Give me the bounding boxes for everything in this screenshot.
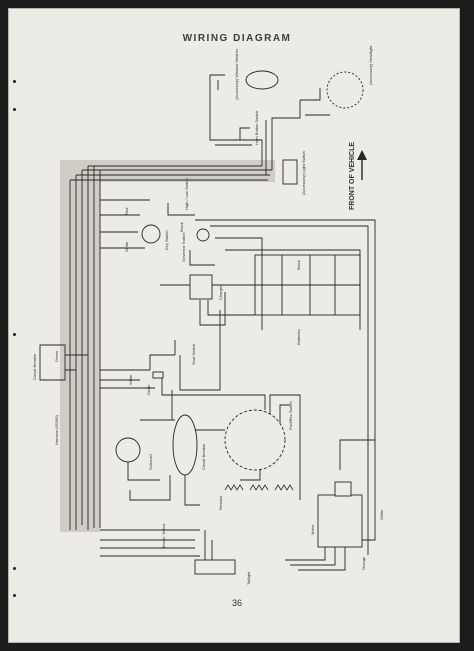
wire-label-green: Green	[54, 351, 59, 362]
label-harness: Harness (95566)	[54, 415, 59, 445]
label-high-low-switch: High / Low Switch	[184, 178, 189, 210]
resistor-symbol	[249, 484, 269, 491]
label-diode: Diode	[146, 384, 151, 395]
label-circuit-breaker-2: Circuit Breaker	[201, 443, 206, 470]
label-fwd-rev: Fwd/Rev Switch	[288, 401, 293, 430]
label-window-washer: (Accessory) Window Washer	[234, 48, 239, 100]
punch-hole	[13, 567, 16, 570]
wire-label-brown: Brown	[161, 537, 166, 548]
wire	[195, 219, 376, 395]
wire	[239, 127, 250, 140]
label-horn-button: Horn Button Switch	[254, 111, 259, 145]
wire	[339, 439, 375, 470]
wire	[285, 545, 326, 561]
governor-switch-component	[196, 228, 210, 242]
label-motor: Motor	[310, 524, 315, 535]
front-of-vehicle-label: FRONT OF VEHICLE	[349, 142, 356, 210]
label-headlight: (Accessory) Headlight	[368, 45, 373, 85]
wire-label-black: Black	[179, 222, 184, 232]
wire	[207, 300, 255, 316]
punch-hole	[13, 333, 16, 336]
wire-label-orange: Orange	[361, 556, 366, 570]
harness-wire	[209, 90, 263, 166]
wire	[161, 378, 225, 396]
wire	[225, 249, 361, 330]
wire	[174, 310, 221, 391]
wire	[360, 395, 376, 541]
wire	[65, 354, 88, 371]
motor-top	[334, 481, 352, 497]
accessory-light-switch	[282, 159, 298, 185]
wire-label-black-2: Black	[296, 260, 301, 270]
page-number: 36	[231, 598, 242, 608]
wire	[209, 74, 225, 90]
label-resistor: Resistor	[218, 495, 223, 510]
circuit-breaker-outline	[39, 344, 66, 381]
wire-label-red: Red	[124, 208, 129, 215]
wire	[184, 475, 200, 506]
diode-component	[152, 371, 164, 379]
wire	[225, 394, 266, 410]
label-seat-switch: Seat Switch	[191, 344, 196, 365]
label-taillight: Taillight	[246, 571, 251, 585]
wire	[279, 404, 290, 430]
harness-shading-top	[60, 160, 275, 182]
wire	[269, 394, 301, 500]
resistor-symbol	[224, 484, 244, 491]
taillight-component	[194, 559, 236, 575]
front-arrow-icon	[357, 150, 367, 160]
circuit-breaker-component	[172, 414, 198, 476]
label-key-switch: Key Switch	[164, 230, 169, 250]
punch-hole	[13, 80, 16, 83]
wire	[167, 203, 195, 216]
wire	[149, 354, 175, 370]
label-light-switch: (Accessory) Light Switch	[301, 151, 306, 195]
label-charger: Charger	[218, 285, 223, 300]
wire	[210, 225, 369, 400]
fwd-rev-switch-component	[224, 409, 286, 471]
label-circuit-breaker: Circuit Breaker	[32, 353, 37, 380]
page-title: WIRING DIAGRAM	[182, 33, 292, 44]
charger-component	[189, 274, 213, 300]
wire	[290, 545, 336, 566]
wire-label-yellow: Yellow	[161, 523, 166, 535]
solenoid-component	[115, 437, 141, 463]
wire	[300, 88, 321, 101]
wire	[298, 545, 346, 571]
punch-hole	[13, 594, 16, 597]
wire-label-white-3: White	[379, 509, 384, 520]
punch-hole	[13, 108, 16, 111]
label-governor-switch: Governor Switch	[181, 232, 186, 262]
wire-label-white-2: White	[128, 374, 133, 385]
harness-shading	[60, 160, 100, 532]
wire-label-white: White	[124, 241, 129, 252]
resistor-symbol	[274, 484, 294, 491]
harness-wire	[271, 100, 301, 170]
motor-component	[317, 494, 363, 548]
key-switch-component	[141, 224, 161, 244]
wire	[189, 250, 215, 266]
headlight-component	[326, 71, 364, 109]
wire	[199, 292, 226, 326]
wire	[129, 475, 171, 501]
label-solenoid: Solenoid	[148, 454, 153, 470]
battery-dividers	[255, 255, 360, 315]
label-batteries: Batteries	[296, 329, 301, 345]
window-washer-component	[245, 70, 279, 90]
wire	[215, 237, 263, 330]
